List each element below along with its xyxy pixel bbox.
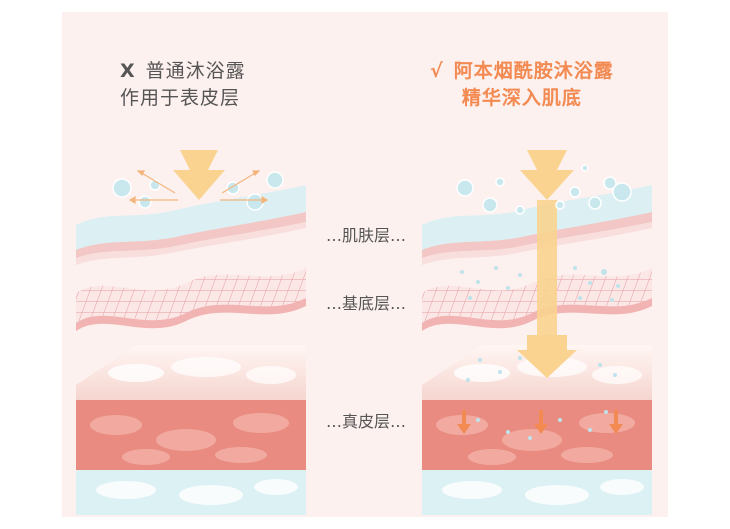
cross-icon: X [120, 60, 136, 82]
normal-product-effect: 作用于表皮层 [120, 85, 246, 112]
left-dermis-layer [76, 345, 306, 515]
featured-product-effect: 精华深入肌底 [430, 85, 614, 112]
label-skin-layer: …肌肤层… [312, 222, 420, 246]
check-icon: √ [430, 60, 444, 82]
right-down-arrow-icon [520, 150, 574, 200]
left-down-arrow-icon [173, 150, 225, 200]
featured-product-title: √ 阿本烟酰胺沐浴露 精华深入肌底 [430, 58, 614, 112]
left-skin-layer [76, 185, 306, 265]
featured-product-name: 阿本烟酰胺沐浴露 [454, 60, 614, 82]
label-base-layer: …基底层… [312, 290, 420, 314]
label-dermis-layer: …真皮层… [312, 408, 420, 432]
right-penetration-shaft [537, 200, 557, 340]
normal-product-title: X 普通沐浴露 作用于表皮层 [120, 58, 246, 112]
normal-product-name: 普通沐浴露 [146, 60, 246, 82]
left-base-layer [76, 268, 306, 331]
